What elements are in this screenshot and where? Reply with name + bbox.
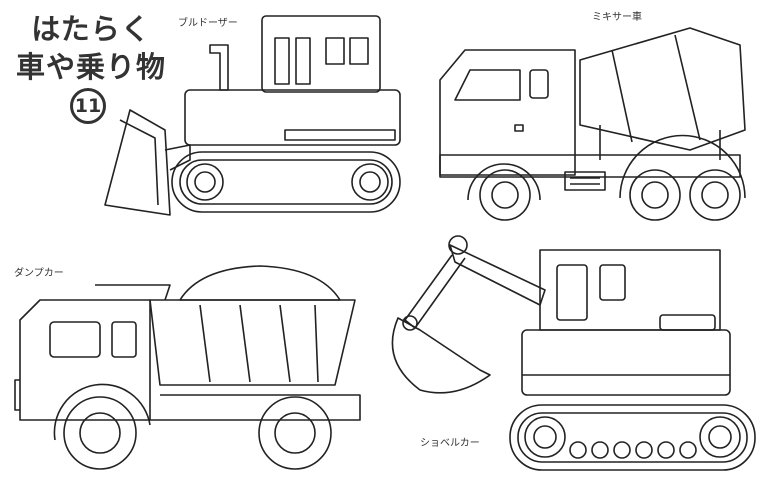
label-mixer-truck: ミキサー車	[592, 12, 642, 23]
label-bulldozer: ブルドーザー	[178, 18, 238, 29]
label-dump-truck: ダンプカー	[14, 268, 64, 279]
dump-truck-drawing	[14, 265, 361, 470]
page-number: 11	[70, 88, 106, 124]
title-line-1: はたらく	[31, 12, 151, 46]
label-excavator: ショベルカー	[420, 438, 480, 449]
bulldozer-drawing	[104, 15, 401, 216]
mixer-truck-drawing	[439, 27, 746, 221]
excavator-drawing	[391, 235, 756, 471]
title-line-2: 車や乗り物	[16, 50, 167, 84]
